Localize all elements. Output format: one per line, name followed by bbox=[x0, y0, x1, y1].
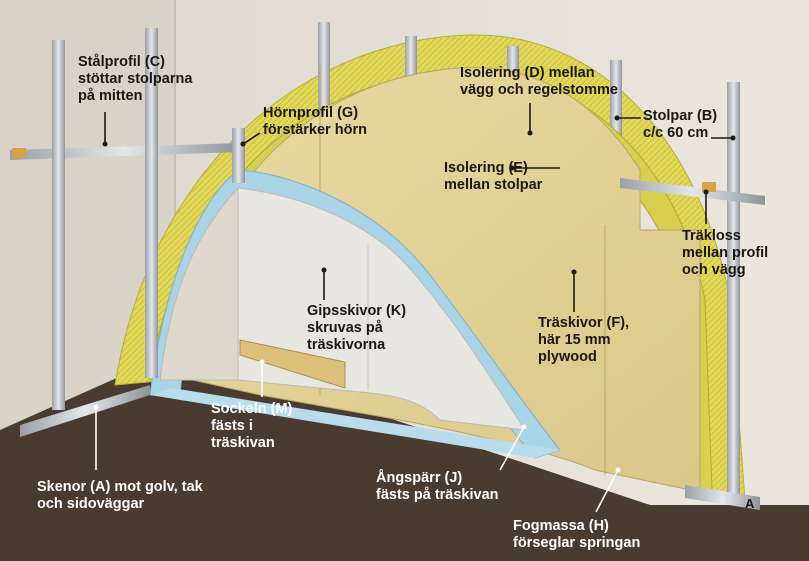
label-line: på mitten bbox=[78, 88, 143, 104]
label-line: skruvas på bbox=[307, 320, 383, 336]
label-line: förstärker hörn bbox=[263, 122, 367, 138]
label-line: och vägg bbox=[682, 262, 746, 278]
gypsum-board-left bbox=[159, 186, 239, 381]
label-line: träskivan bbox=[211, 435, 275, 451]
corner-profile bbox=[232, 128, 245, 183]
label-line: Träskivor (F), bbox=[538, 315, 630, 331]
label-line: här 15 mm bbox=[538, 332, 611, 348]
label-insulation-d: Isolering (D) mellan vägg och regelstomm… bbox=[460, 65, 618, 99]
track-a-left bbox=[20, 385, 150, 437]
steel-profile-c bbox=[10, 143, 240, 160]
steel-stud bbox=[727, 82, 740, 502]
label-line: förseglar springan bbox=[513, 535, 641, 551]
label-line: Gipsskivor (K) bbox=[307, 303, 407, 319]
steel-stud-front bbox=[145, 28, 158, 378]
label-line: vägg och regelstomme bbox=[460, 82, 618, 98]
label-line: Fogmassa (H) bbox=[513, 518, 609, 534]
label-corner-profile-g: Hörnprofil (G) förstärker hörn bbox=[263, 105, 367, 139]
label-vapor-barrier-j: Ångspärr (J) fästs på träskivan bbox=[376, 470, 499, 504]
label-insulation-e: Isolering (E) mellan stolpar bbox=[444, 160, 542, 194]
steel-stud-front bbox=[52, 40, 65, 410]
label-line: och sidoväggar bbox=[37, 496, 145, 512]
steel-profile-c-right bbox=[620, 178, 765, 205]
plinth bbox=[239, 339, 346, 389]
label-line: fästs på träskivan bbox=[376, 487, 499, 503]
corner-letter-a: A bbox=[745, 496, 755, 511]
leader-lines bbox=[104, 103, 733, 312]
label-line: stöttar stolparna bbox=[78, 71, 193, 87]
label-line: Isolering (D) mellan bbox=[460, 65, 595, 81]
track-a-right bbox=[685, 485, 760, 510]
wood-block-right bbox=[702, 182, 716, 192]
label-line: Skenor (A) mot golv, tak bbox=[37, 479, 203, 495]
label-line: Isolering (E) bbox=[444, 160, 528, 176]
label-tracks-a: Skenor (A) mot golv, tak och sidoväggar bbox=[37, 479, 203, 513]
vapor-barrier-floor bbox=[150, 388, 560, 458]
label-gypsum-k: Gipsskivor (K) skruvas på träskivorna bbox=[307, 303, 406, 354]
label-line: Hörnprofil (G) bbox=[263, 105, 359, 121]
label-line: träskivorna bbox=[307, 337, 386, 353]
label-plywood-f: Träskivor (F), här 15 mm plywood bbox=[538, 315, 629, 366]
label-line: Sockeln (M) bbox=[211, 401, 293, 417]
leader-lines-light bbox=[95, 362, 619, 513]
label-wood-block: Träkloss mellan profil och vägg bbox=[682, 228, 768, 279]
label-line: Ångspärr (J) bbox=[376, 470, 463, 486]
label-studs-b: Stolpar (B) c/c 60 cm bbox=[643, 108, 717, 142]
label-plinth-m: Sockeln (M) fästs i träskivan bbox=[211, 401, 292, 452]
label-line: mellan profil bbox=[682, 245, 769, 261]
label-line: Stolpar (B) bbox=[643, 108, 718, 124]
label-line: Träkloss bbox=[682, 228, 741, 244]
wood-block-left bbox=[12, 148, 26, 158]
label-steel-profile-c: Stålprofil (C) stöttar stolparna på mitt… bbox=[78, 54, 192, 105]
label-line: c/c 60 cm bbox=[643, 125, 709, 141]
label-line: Stålprofil (C) bbox=[78, 54, 165, 70]
label-line: fästs i bbox=[211, 418, 253, 434]
label-line: plywood bbox=[538, 349, 597, 365]
label-line: mellan stolpar bbox=[444, 177, 543, 193]
label-sealant-h: Fogmassa (H) förseglar springan bbox=[513, 518, 640, 552]
